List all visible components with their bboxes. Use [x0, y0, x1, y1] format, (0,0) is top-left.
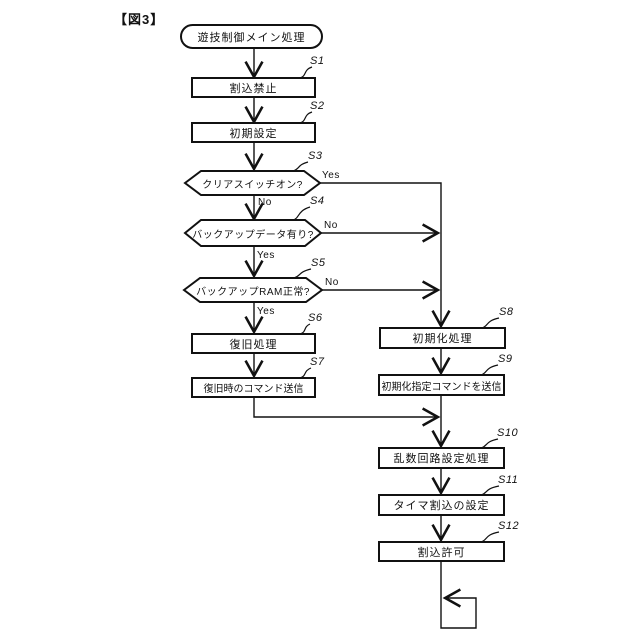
connector-s10 — [480, 438, 499, 449]
connector-s1 — [299, 66, 313, 79]
edge-label-s4-no: No — [324, 220, 338, 231]
edge-label-s3-no: No — [258, 197, 272, 208]
node-s12-shape — [378, 541, 505, 562]
node-s6-label: 復旧処理 — [229, 338, 278, 351]
figure-title: 【図3】 — [114, 12, 165, 27]
edge-s3-yes-s8 — [320, 182, 451, 329]
step-label-s5: S5 — [311, 257, 326, 269]
connector-s3 — [292, 161, 309, 172]
node-s11-label: タイマ割込の設定 — [393, 500, 490, 512]
connector-s4 — [292, 206, 311, 221]
edge-label-s5-no: No — [325, 277, 339, 288]
node-s5-label: バックアップRAM正常? — [196, 286, 310, 298]
step-label-s12: S12 — [498, 520, 520, 532]
node-s8-shape — [379, 327, 506, 349]
step-label-s10: S10 — [497, 427, 519, 439]
connector-s6 — [299, 323, 311, 335]
step-label-s11: S11 — [498, 474, 519, 486]
edge-label-s3-yes: Yes — [322, 170, 340, 181]
connector-s7 — [299, 367, 312, 379]
node-s9-label: 初期化指定コマンドを送信 — [381, 381, 502, 393]
connector-s9 — [480, 364, 499, 376]
edge-s7-merge — [253, 397, 441, 427]
step-label-s8: S8 — [499, 306, 514, 318]
node-s1-label: 割込禁止 — [229, 82, 278, 95]
node-s11-shape — [378, 494, 505, 516]
step-label-s9: S9 — [498, 353, 513, 365]
step-label-s4: S4 — [310, 195, 325, 207]
node-s10-shape — [378, 447, 505, 469]
connector-s5 — [293, 268, 312, 279]
step-label-s7: S7 — [310, 356, 325, 368]
connector-s11 — [480, 485, 500, 496]
node-s12-label: 割込許可 — [417, 546, 466, 559]
step-label-s2: S2 — [310, 100, 325, 112]
node-s4-shape — [183, 219, 323, 247]
node-s2-shape — [191, 122, 316, 143]
start-node-shape — [180, 24, 323, 49]
node-s3-label: クリアスイッチオン? — [202, 179, 303, 191]
node-s7-shape — [191, 377, 316, 398]
connector-s12 — [480, 531, 500, 543]
node-s5-shape — [182, 277, 324, 303]
step-label-s6: S6 — [308, 312, 323, 324]
connector-s8 — [481, 317, 500, 329]
node-s9-shape — [378, 374, 505, 396]
node-s2-label: 初期設定 — [229, 127, 278, 140]
node-s6-shape — [191, 333, 316, 354]
edge-label-s5-yes: Yes — [257, 306, 275, 317]
node-s3-shape — [183, 170, 322, 196]
node-s4-label: バックアップデータ有り? — [192, 229, 314, 241]
edge-label-s4-yes: Yes — [257, 250, 275, 261]
node-s7-label: 復旧時のコマンド送信 — [203, 384, 304, 395]
node-s8-label: 初期化処理 — [412, 333, 473, 345]
edge-s12-loop — [440, 561, 477, 629]
step-label-s1: S1 — [310, 55, 325, 67]
node-s1-shape — [191, 77, 316, 98]
node-s10-label: 乱数回路設定処理 — [393, 453, 490, 465]
step-label-s3: S3 — [308, 150, 323, 162]
connector-s2 — [299, 111, 313, 124]
start-node-label: 遊技制御メイン処理 — [197, 31, 306, 44]
